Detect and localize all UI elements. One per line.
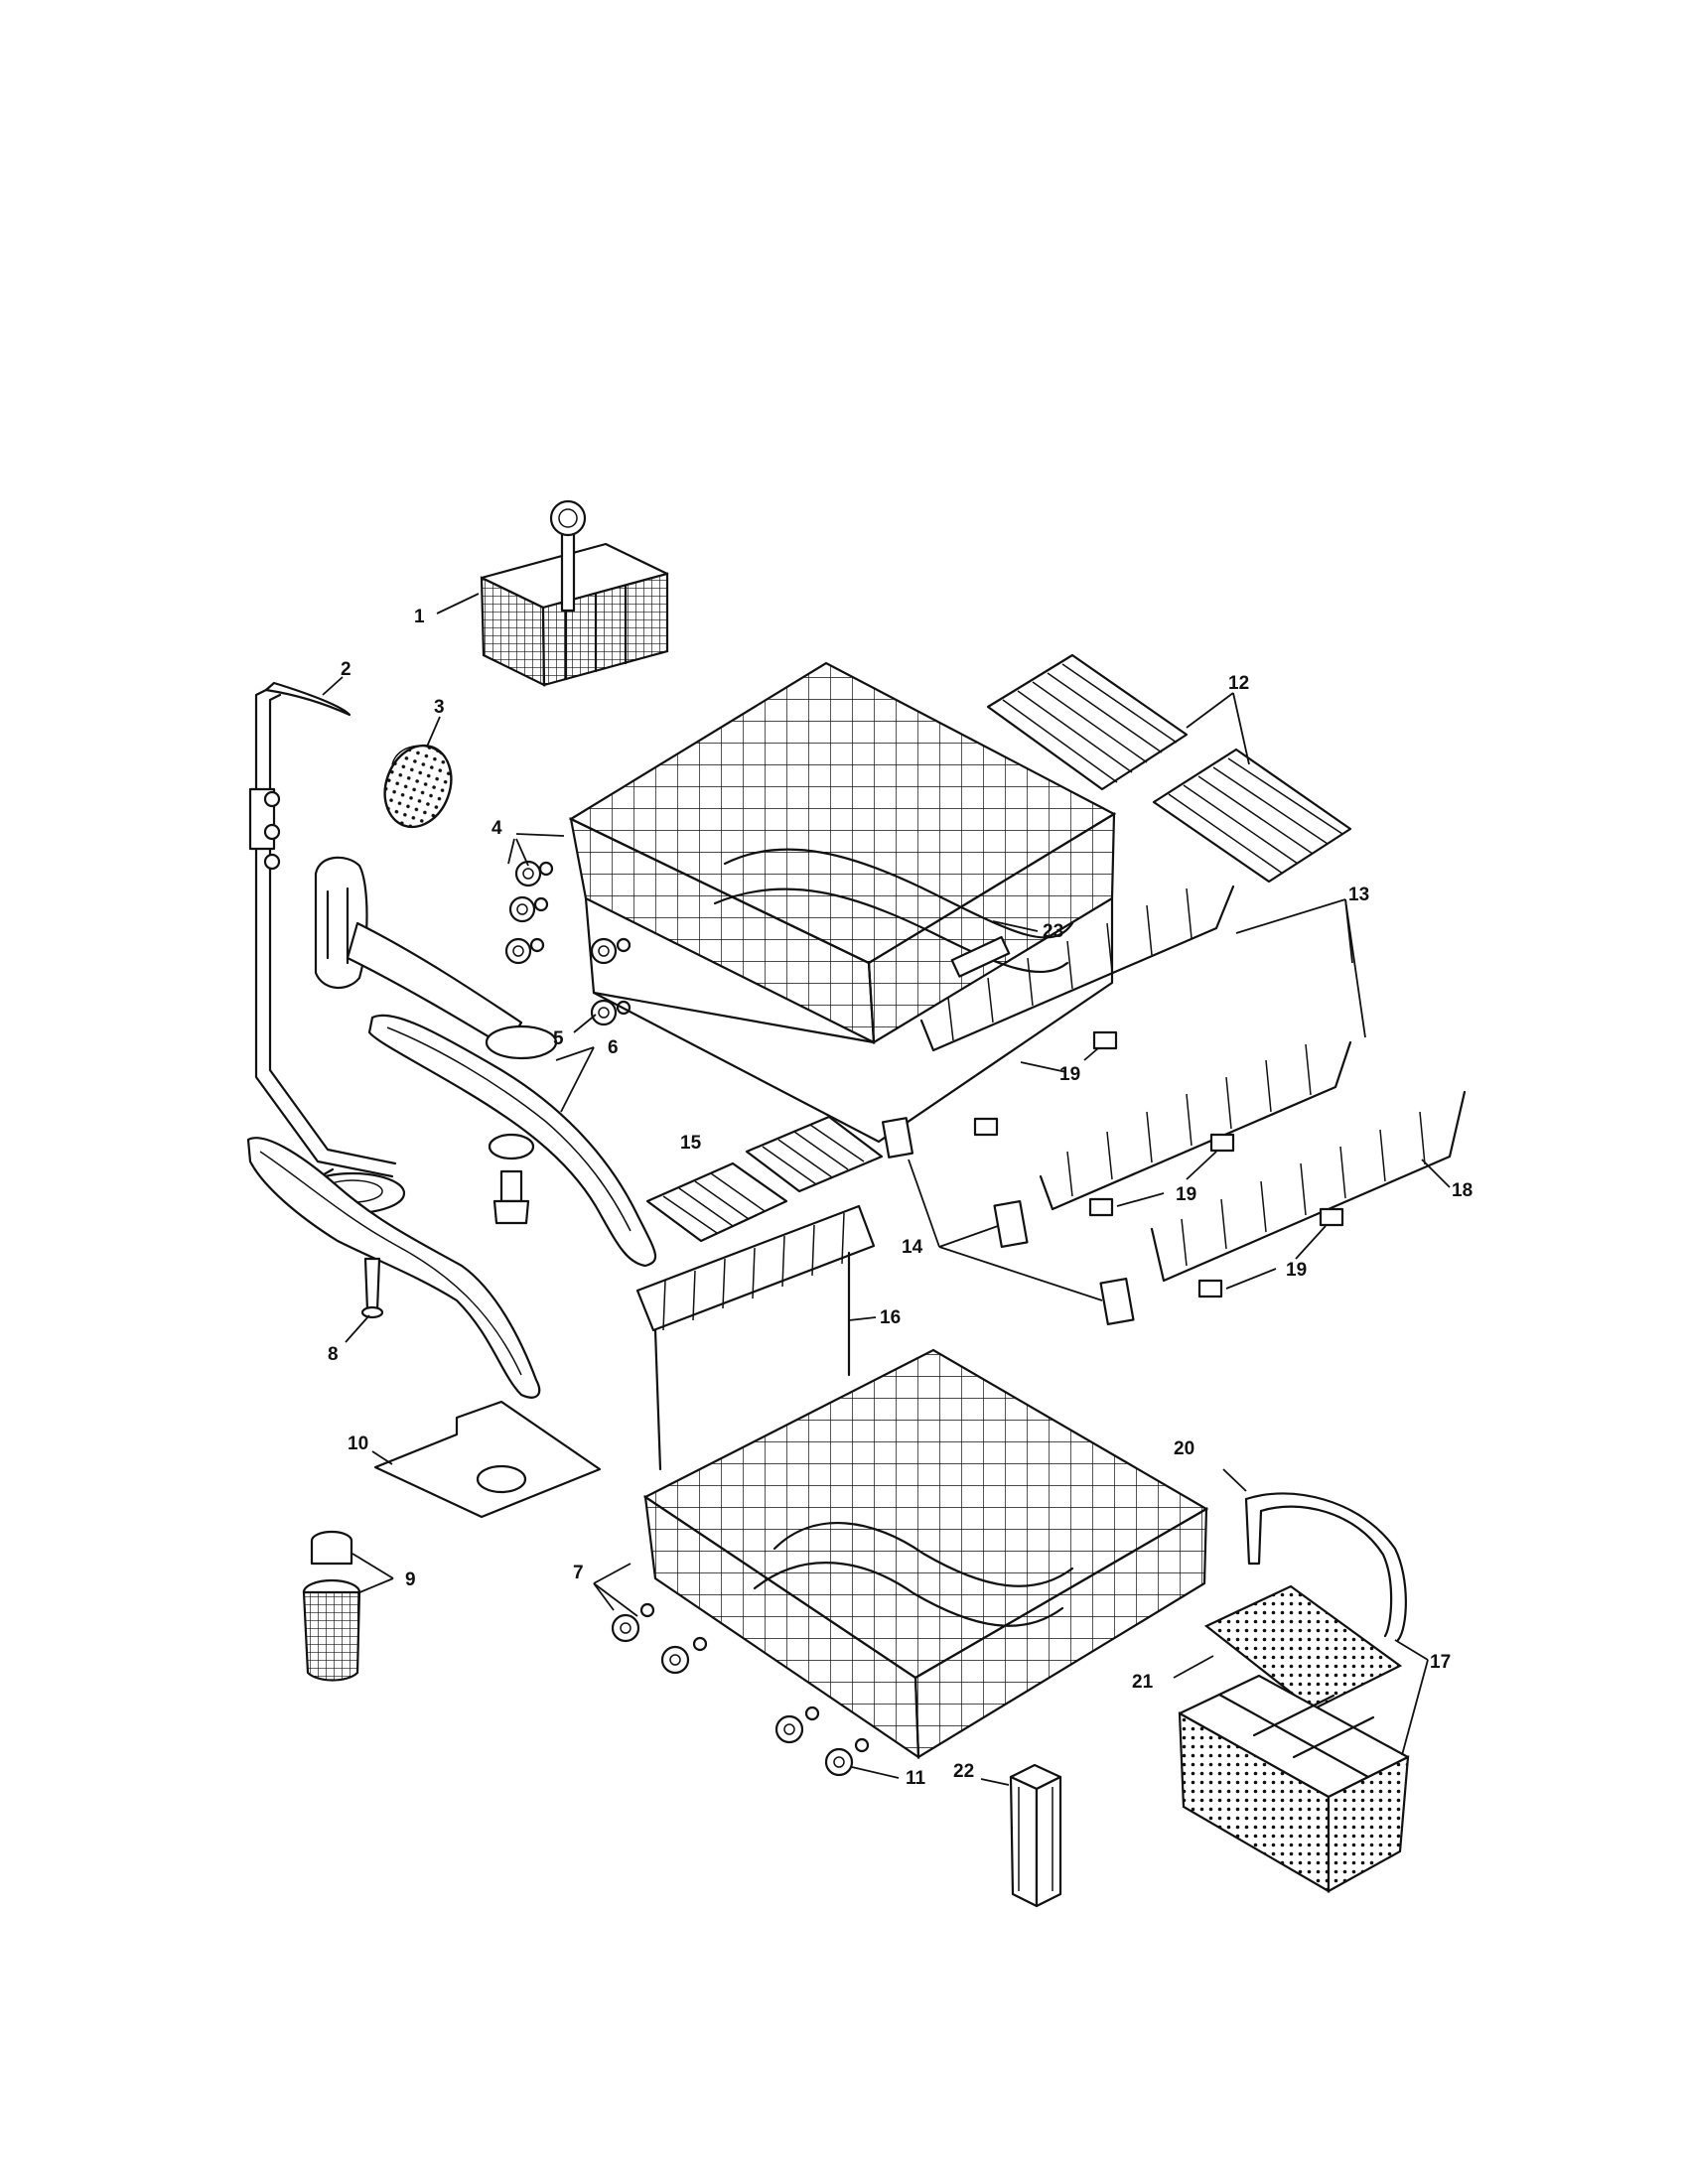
lower-wash-arm-part [246,1137,541,1399]
callout-2: 2 [341,659,351,680]
leader-19b [1116,1192,1165,1207]
rack-adjuster-part [881,1117,1135,1326]
callout-9: 9 [405,1570,416,1590]
callout-17: 17 [1430,1652,1451,1673]
silverware-basket-part [480,499,669,687]
leader-19a2 [1083,1047,1099,1061]
small-cup-rack-part [645,1115,884,1243]
callout-12: 12 [1228,673,1249,694]
callout-22: 22 [953,1761,974,1782]
callout-18: 18 [1452,1180,1473,1201]
leader-17b [1401,1659,1429,1756]
basket-handle-part [1244,1492,1407,1642]
leader-16 [848,1316,877,1321]
leader-12 [1186,692,1234,729]
leader-8 [345,1314,370,1343]
leader-7 [593,1582,615,1611]
leader-9 [351,1553,394,1579]
callout-20: 20 [1174,1438,1194,1459]
leader-13 [1235,898,1346,934]
leader-14b [938,1246,1103,1301]
leader-6b [560,1046,595,1113]
leader-10 [371,1450,393,1465]
lower-silverware-basket-part [1178,1674,1410,1893]
callout-8: 8 [328,1344,339,1365]
callout-6: 6 [608,1037,619,1058]
callout-11: 11 [906,1768,926,1789]
tine-row-part [919,885,1467,1283]
callout-labels: 1 2 3 4 5 6 7 8 9 10 11 12 13 14 15 16 1… [328,607,1473,1789]
leader-11 [851,1766,900,1779]
filter-disk-part [383,744,453,829]
leader-19b2 [1186,1151,1217,1180]
cup-shelf-part [986,653,1352,884]
leader-7b [593,1582,638,1617]
callout-1: 1 [414,607,425,627]
fine-filter-part [302,1530,361,1682]
callout-10: 10 [348,1433,368,1454]
leader-17 [1394,1639,1429,1661]
callout-3: 3 [434,697,445,718]
callout-4: 4 [491,818,502,839]
leader-21 [1173,1655,1214,1679]
callout-21: 21 [1132,1672,1154,1693]
leader-lines [322,593,1451,1786]
leader-13c [1344,898,1366,1038]
leader-4c [515,833,565,837]
leader-19a [1020,1061,1067,1073]
callout-15: 15 [680,1133,702,1154]
fold-down-insert-part [635,1204,876,1471]
leader-6 [555,1046,595,1061]
callout-5: 5 [553,1028,564,1049]
upper-rack-wheels-part [504,860,632,1026]
leader-18 [1421,1159,1451,1188]
leader-19c2 [1295,1225,1327,1260]
leader-19c [1225,1268,1277,1290]
callout-19-c: 19 [1286,1260,1307,1281]
leader-1 [436,593,480,614]
callout-14: 14 [902,1237,923,1258]
callout-19-b: 19 [1176,1184,1196,1205]
callout-16: 16 [880,1307,901,1328]
leader-22 [980,1778,1010,1786]
lower-spray-arm-and-manifold-part [314,856,656,1268]
lower-dish-rack-part [642,1348,1209,1760]
utensil-holder-part [1009,1763,1062,1908]
leader-4b [507,838,515,865]
callout-13: 13 [1348,885,1369,905]
leader-7c [593,1563,632,1584]
leader-4 [515,838,529,867]
leader-12b [1232,692,1250,765]
leader-23 [992,920,1039,932]
basket-lid-part [1203,1584,1403,1711]
leader-3 [426,716,441,748]
filter-plate-part [373,1400,602,1519]
tine-clip-part [973,1030,1344,1298]
leader-5 [573,1014,597,1033]
lower-rack-wheels-part [611,1602,870,1777]
leader-2 [322,676,344,696]
leader-14c [908,1159,940,1248]
leader-14 [938,1225,999,1248]
callout-19-a: 19 [1059,1064,1080,1085]
leader-20 [1222,1468,1247,1492]
upper-dish-rack-part [568,661,1117,1144]
callout-23: 23 [1043,921,1063,942]
callout-7: 7 [573,1563,584,1583]
leader-9b [356,1577,394,1594]
